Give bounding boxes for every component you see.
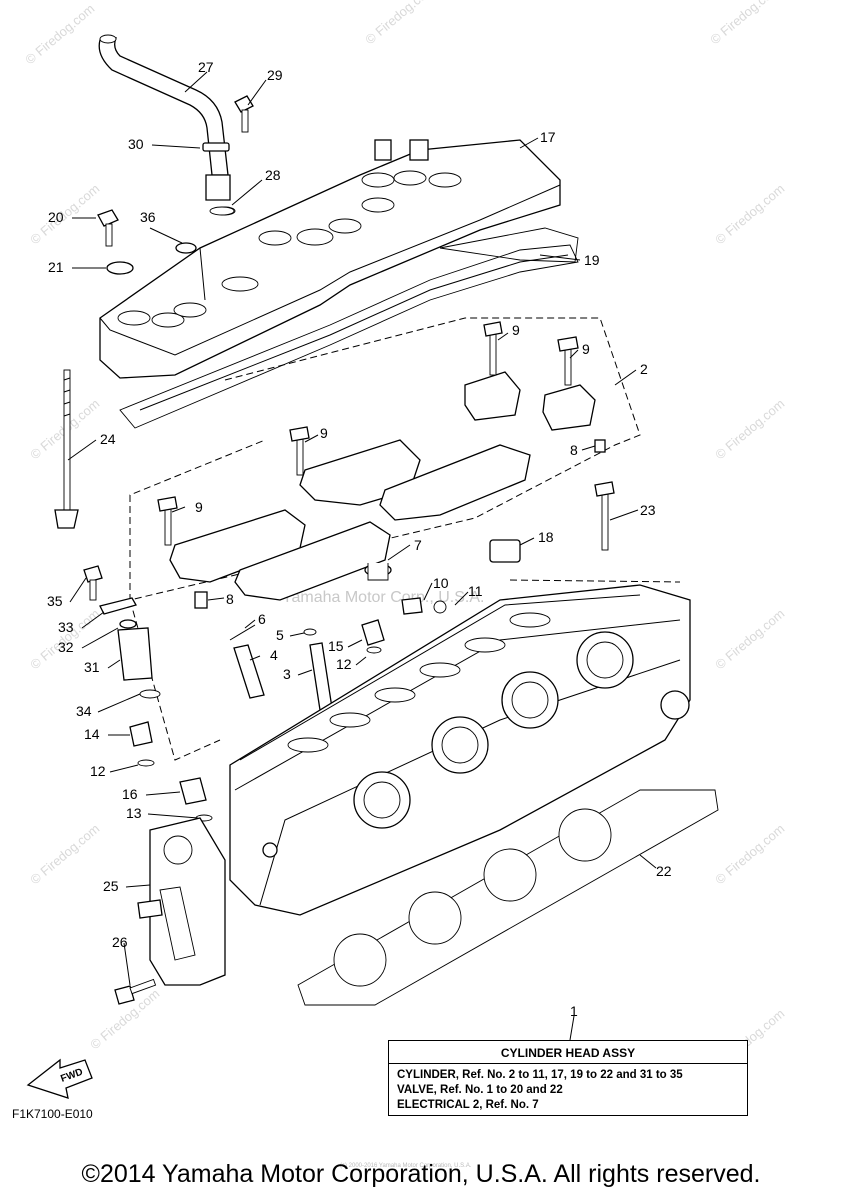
watermark: © Firedog.com	[27, 821, 102, 887]
cap-bolts	[157, 321, 615, 609]
cylinder-head	[229, 584, 691, 916]
leader-lines	[67, 71, 657, 1041]
callout-7: 7	[414, 537, 422, 553]
callouts: 27 29 30 17 28 20 36 21 19 9 9 2 24 9 8 …	[47, 59, 672, 1019]
callout-6: 6	[258, 611, 266, 627]
figure-code: F1K7100-E010	[12, 1107, 93, 1121]
watermark: © Firedog.com	[27, 181, 102, 247]
callout-34: 34	[76, 703, 92, 719]
callout-9-c: 9	[320, 425, 328, 441]
callout-15: 15	[328, 638, 344, 654]
callout-21: 21	[48, 259, 64, 275]
callout-16: 16	[122, 786, 138, 802]
callout-10: 10	[433, 575, 449, 591]
small-parts-top	[97, 206, 235, 275]
callout-1: 1	[570, 1003, 578, 1019]
assembly-line-valve: VALVE, Ref. No. 1 to 20 and 22	[397, 1084, 563, 1096]
tiny-credit: (c) 2000-2016 Yamaha Motor Corporation, …	[340, 1163, 472, 1169]
callout-32: 32	[58, 639, 74, 655]
watermark: © Firedog.com	[712, 606, 787, 672]
callout-30: 30	[128, 136, 144, 152]
cover-plate	[114, 817, 226, 1005]
dipstick	[54, 369, 79, 529]
assembly-info-box: CYLINDER HEAD ASSY CYLINDER, Ref. No. 2 …	[388, 1040, 748, 1116]
assembly-divider	[389, 1063, 747, 1064]
callout-22: 22	[656, 863, 672, 879]
callout-31: 31	[84, 659, 100, 675]
hose-bolt	[234, 95, 254, 133]
watermark: © Firedog.com	[712, 396, 787, 462]
callout-12-a: 12	[336, 656, 352, 672]
callout-23: 23	[640, 502, 656, 518]
callout-11: 11	[468, 583, 483, 599]
callout-8-a: 8	[570, 442, 578, 458]
watermark: © Firedog.com	[712, 181, 787, 247]
valve-cover	[99, 139, 561, 379]
callout-35: 35	[47, 593, 63, 609]
camcap-group-border	[129, 317, 641, 601]
callout-24: 24	[100, 431, 116, 447]
callout-9-d: 9	[195, 499, 203, 515]
assembly-title: CYLINDER HEAD ASSY	[500, 1046, 636, 1060]
callout-29: 29	[267, 67, 283, 83]
callout-13: 13	[126, 805, 142, 821]
cover-gasket	[119, 227, 579, 429]
callout-20: 20	[48, 209, 64, 225]
watermark: © Firedog.com	[712, 821, 787, 887]
camshaft-caps	[169, 371, 596, 601]
callout-3: 3	[283, 666, 291, 682]
breather-hose	[98, 34, 236, 216]
callout-5: 5	[276, 627, 284, 643]
head-gasket	[297, 789, 719, 1006]
callout-17: 17	[540, 129, 556, 145]
callout-9-b: 9	[582, 341, 590, 357]
callout-27: 27	[198, 59, 214, 75]
copyright-notice: ©2014 Yamaha Motor Corporation, U.S.A. A…	[81, 1160, 761, 1188]
callout-25: 25	[103, 878, 119, 894]
callout-19: 19	[584, 252, 600, 268]
valve-parts	[229, 539, 521, 711]
callout-33: 33	[58, 619, 74, 635]
callout-2: 2	[640, 361, 648, 377]
fwd-arrow: FWD	[26, 1058, 93, 1099]
callout-12-b: 12	[90, 763, 106, 779]
center-watermark: Yamaha Motor Corp., U.S.A.	[282, 589, 484, 606]
callout-14: 14	[84, 726, 100, 742]
watermark: © Firedog.com	[707, 0, 782, 47]
callout-28: 28	[265, 167, 281, 183]
callout-8-b: 8	[226, 591, 234, 607]
callout-26: 26	[112, 934, 128, 950]
assembly-line-cylinder: CYLINDER, Ref. No. 2 to 11, 17, 19 to 22…	[397, 1069, 683, 1081]
watermark: © Firedog.com	[22, 1, 97, 67]
assembly-line-electrical: ELECTRICAL 2, Ref. No. 7	[397, 1099, 539, 1111]
tensioner-parts	[83, 565, 213, 822]
watermark: © Firedog.com	[362, 0, 437, 47]
callout-18: 18	[538, 529, 554, 545]
callout-36: 36	[140, 209, 156, 225]
callout-4: 4	[270, 647, 278, 663]
callout-9-a: 9	[512, 322, 520, 338]
